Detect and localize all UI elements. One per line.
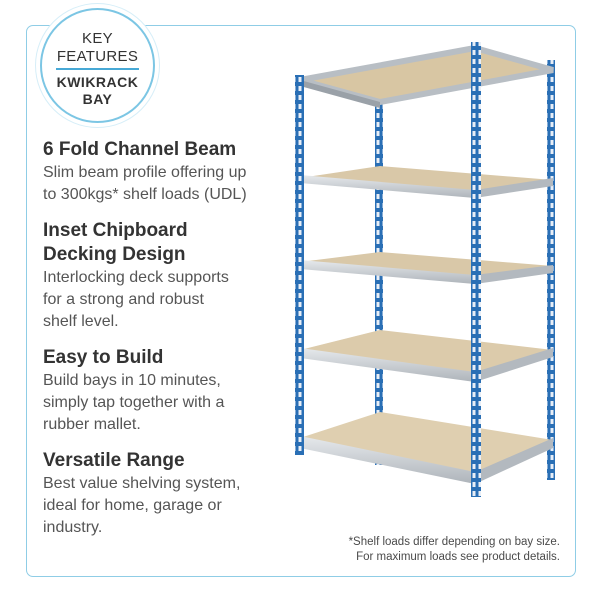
shelf-bottom-beam-front xyxy=(300,436,475,484)
feature-description-line: shelf level. xyxy=(43,313,119,330)
feature-item: Versatile Range Best value shelving syst… xyxy=(43,449,313,539)
feature-item: 6 Fold Channel Beam Slim beam profile of… xyxy=(43,138,313,206)
feature-description: Interlocking deck supports for a strong … xyxy=(43,267,313,333)
shelves xyxy=(299,44,554,484)
feature-title-line: Inset Chipboard xyxy=(43,220,188,241)
shelf-bottom xyxy=(300,412,553,484)
feature-title: Easy to Build xyxy=(43,346,313,370)
badge-product-line: BAY xyxy=(82,91,113,107)
upright-front-right-holes xyxy=(471,42,481,497)
shelf-2-beam-side xyxy=(475,178,553,198)
feature-title-line: 6 Fold Channel Beam xyxy=(43,139,237,160)
shelf-load-footnote: *Shelf loads differ depending on bay siz… xyxy=(349,535,560,565)
upright-back-left-holes xyxy=(375,95,383,465)
feature-title-line: Decking Design xyxy=(43,244,186,265)
shelf-4-deck xyxy=(300,330,553,374)
shelf-bottom-beam-side xyxy=(475,438,553,484)
badge-heading-line: FEATURES xyxy=(56,48,139,65)
shelf-4-beam-front xyxy=(300,348,475,382)
shelf-3-beam-side xyxy=(475,265,553,284)
feature-description-line: rubber mallet. xyxy=(43,416,141,433)
shelving-bay-image xyxy=(295,42,555,497)
front-uprights xyxy=(295,42,481,497)
feature-description-line: for a strong and robust xyxy=(43,291,204,308)
badge-heading-line: KEY xyxy=(82,30,113,47)
shelf-3-beam-front xyxy=(300,260,475,284)
feature-title: Versatile Range xyxy=(43,449,313,473)
footnote-line: *Shelf loads differ depending on bay siz… xyxy=(348,536,560,548)
feature-description-line: Build bays in 10 minutes, xyxy=(43,372,221,389)
shelf-3 xyxy=(300,252,553,284)
feature-description: Build bays in 10 minutes, simply tap tog… xyxy=(43,370,313,436)
feature-title-line: Easy to Build xyxy=(43,347,164,368)
shelf-top xyxy=(299,44,554,108)
shelf-2-beam-front xyxy=(300,175,475,198)
shelf-top-deck xyxy=(300,48,553,102)
shelf-4-beam-side xyxy=(475,348,553,382)
shelf-2-deck xyxy=(300,166,553,194)
feature-title-line: Versatile Range xyxy=(43,450,185,471)
key-features-badge: KEY FEATURES KWIKRACK BAY xyxy=(40,8,155,123)
shelf-top-frame xyxy=(299,44,554,106)
shelf-top-beam-front xyxy=(300,80,380,108)
feature-item: Inset Chipboard Decking Design Interlock… xyxy=(43,219,313,333)
feature-description-line: Interlocking deck supports xyxy=(43,269,229,286)
feature-description: Slim beam profile offering up to 300kgs*… xyxy=(43,162,313,206)
feature-description-line: industry. xyxy=(43,519,103,536)
feature-title: 6 Fold Channel Beam xyxy=(43,138,313,162)
upright-front-left-holes xyxy=(295,75,304,455)
feature-description-line: simply tap together with a xyxy=(43,394,225,411)
feature-list: 6 Fold Channel Beam Slim beam profile of… xyxy=(43,138,313,552)
feature-description-line: Best value shelving system, xyxy=(43,475,241,492)
shelf-3-deck xyxy=(300,252,553,278)
feature-description: Best value shelving system, ideal for ho… xyxy=(43,473,313,539)
badge-product-line: KWIKRACK xyxy=(56,74,139,90)
shelf-2 xyxy=(300,166,553,198)
shelf-4 xyxy=(300,330,553,382)
feature-title: Inset Chipboard Decking Design xyxy=(43,219,313,267)
shelf-bottom-deck xyxy=(300,412,553,475)
feature-description-line: to 300kgs* shelf loads (UDL) xyxy=(43,186,247,203)
feature-item: Easy to Build Build bays in 10 minutes, … xyxy=(43,346,313,436)
feature-description-line: Slim beam profile offering up xyxy=(43,164,247,181)
footnote-line: For maximum loads see product details. xyxy=(356,551,560,563)
badge-product-name: KWIKRACK BAY xyxy=(42,74,153,108)
badge-heading: KEY FEATURES xyxy=(42,30,153,66)
badge-divider xyxy=(56,68,139,70)
feature-description-line: ideal for home, garage or xyxy=(43,497,222,514)
